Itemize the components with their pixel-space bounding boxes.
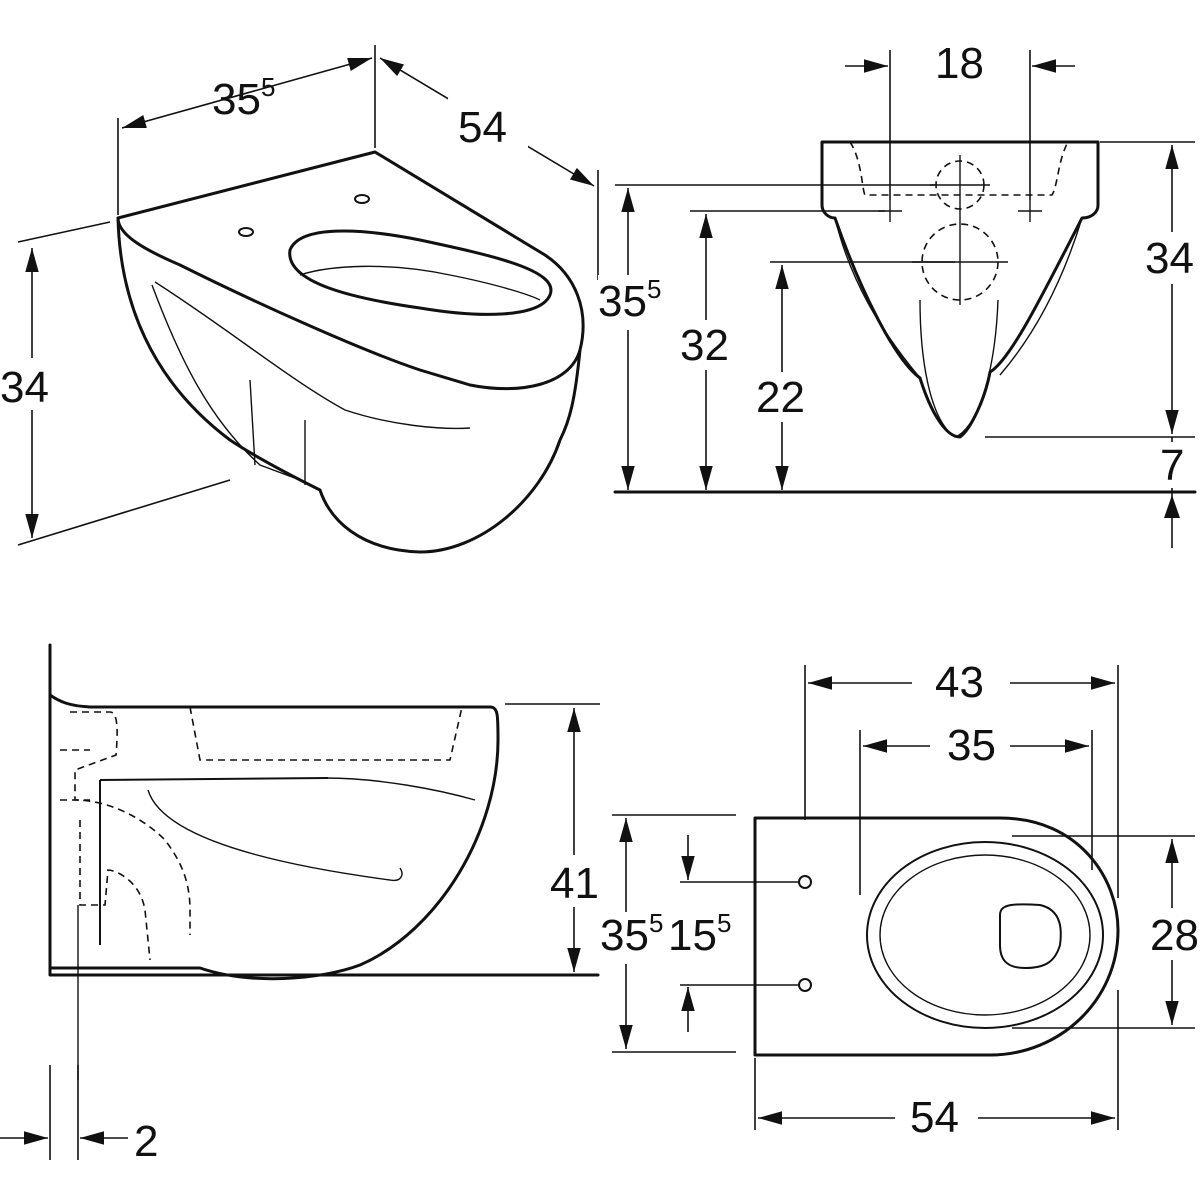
label-top-bolt-total-base: 35 — [600, 911, 649, 960]
label-side-wall-gap: 2 — [134, 1117, 158, 1166]
label-iso-height: 34 — [0, 363, 49, 412]
top-outlet — [999, 903, 1062, 970]
side-bowl-outline — [48, 693, 500, 981]
label-top-bolt-total-sup: 5 — [649, 908, 663, 938]
top-seat-outer — [866, 841, 1104, 1029]
label-front-height-22: 22 — [756, 373, 805, 422]
label-top-bolt-total: 355 — [600, 908, 663, 960]
front-trap — [919, 299, 999, 438]
label-top-width-28: 28 — [1150, 911, 1199, 960]
top-bolt-hole-2 — [798, 978, 812, 992]
label-top-width-35: 35 — [947, 721, 996, 770]
isometric-view: 355 54 34 — [0, 45, 599, 554]
side-bowl-interior — [99, 777, 329, 781]
top-outline — [753, 816, 1120, 1057]
label-top-width-43: 43 — [935, 658, 984, 707]
label-front-height-total-sup: 5 — [647, 274, 661, 304]
label-side-height: 41 — [550, 859, 599, 908]
side-view: 41 2 — [0, 643, 606, 1166]
iso-seat-outline — [116, 150, 585, 391]
label-front-inlet-spacing: 18 — [935, 39, 984, 88]
side-wall — [48, 643, 600, 977]
label-front-bottom-gap: 7 — [1160, 441, 1184, 490]
label-top-bolt-spacing-base: 15 — [668, 911, 717, 960]
label-front-height-total: 355 — [598, 274, 661, 326]
dim-iso-width — [121, 57, 373, 129]
label-front-height-total-base: 35 — [598, 277, 647, 326]
label-front-height-32: 32 — [680, 321, 729, 370]
label-top-depth: 54 — [910, 1093, 959, 1142]
label-front-bowl-height: 34 — [1145, 234, 1194, 283]
side-bowl-surface — [147, 789, 403, 882]
label-iso-width-sup: 5 — [261, 72, 275, 102]
label-iso-width-base: 35 — [212, 75, 261, 124]
iso-rim-line — [154, 281, 471, 430]
iso-bowl-body — [116, 216, 582, 554]
label-iso-depth: 54 — [458, 103, 507, 152]
label-top-bolt-spacing: 155 — [668, 908, 731, 960]
front-bowl-inner-left — [834, 217, 921, 379]
top-bolt-hole-1 — [798, 875, 812, 889]
iso-side-panel — [151, 284, 301, 481]
side-trap — [70, 711, 191, 961]
iso-bowl-inner — [299, 265, 541, 301]
front-view: 18 355 32 22 34 7 — [598, 39, 1200, 548]
label-iso-width: 355 — [212, 72, 275, 124]
front-rim-cavity — [849, 141, 1069, 196]
top-seat-inner — [879, 854, 1091, 1016]
front-bowl-inner-right — [999, 217, 1083, 376]
iso-bolt-hole-1 — [238, 227, 254, 237]
iso-bowl-opening — [288, 229, 553, 316]
side-rim-cavity — [189, 706, 463, 761]
label-top-bolt-spacing-sup: 5 — [717, 908, 731, 938]
iso-bolt-hole-2 — [354, 194, 370, 204]
iso-shadow-line — [249, 379, 306, 485]
top-view: 43 35 28 54 355 155 — [598, 658, 1200, 1142]
